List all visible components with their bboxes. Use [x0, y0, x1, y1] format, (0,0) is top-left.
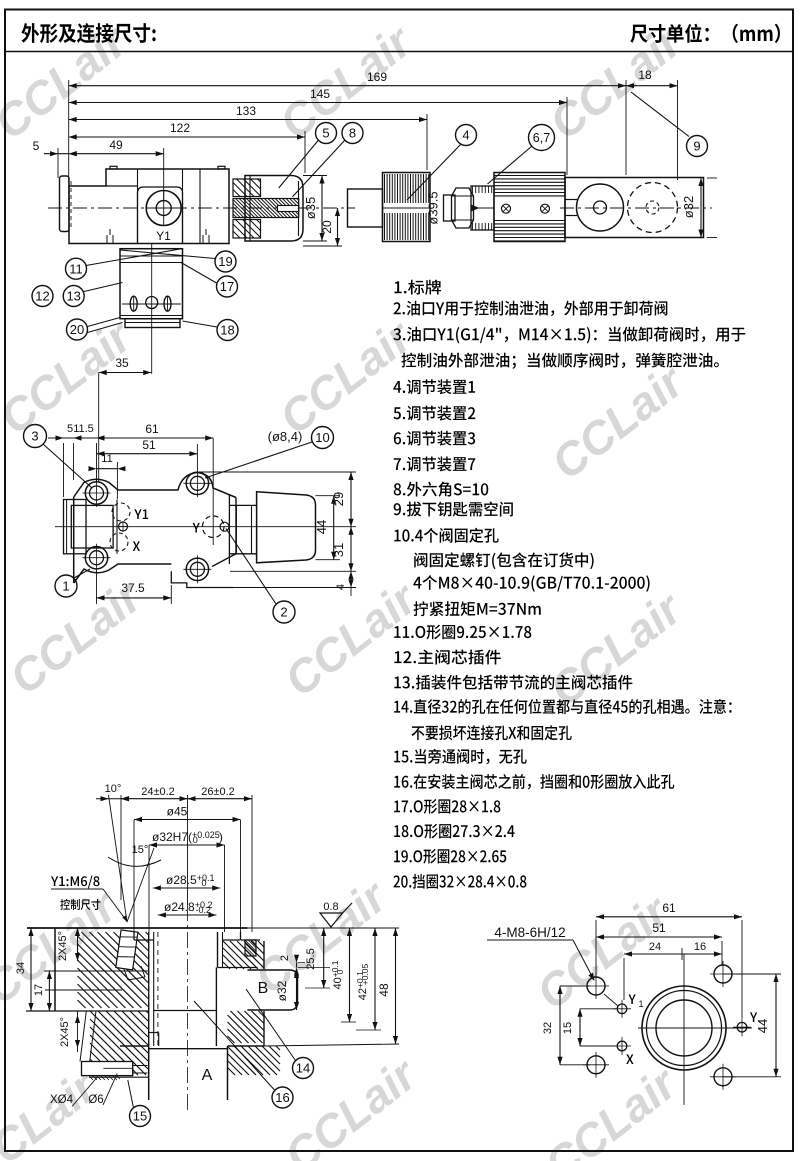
- svg-text:44: 44: [755, 1019, 770, 1033]
- svg-text:29: 29: [331, 492, 346, 506]
- svg-text:ø32: ø32: [275, 980, 289, 1001]
- svg-text:ø32: ø32: [681, 196, 696, 218]
- svg-text:5: 5: [322, 126, 329, 141]
- svg-text:4: 4: [462, 128, 469, 143]
- svg-text:11: 11: [69, 261, 83, 276]
- svg-text:37.5: 37.5: [121, 581, 145, 595]
- svg-text:ø45: ø45: [167, 805, 188, 819]
- svg-text:ø35: ø35: [303, 197, 318, 219]
- svg-text:2: 2: [279, 955, 291, 961]
- svg-text:169: 169: [367, 70, 387, 84]
- svg-text:5: 5: [33, 139, 40, 153]
- svg-text:XØ4: XØ4: [50, 1094, 74, 1106]
- svg-text:12: 12: [35, 289, 49, 304]
- svg-text:15°: 15°: [132, 844, 149, 856]
- svg-text:49: 49: [109, 138, 123, 152]
- svg-text:61: 61: [662, 901, 676, 915]
- svg-text:17: 17: [33, 984, 45, 996]
- svg-text:ø28.5+0.10: ø28.5+0.10: [166, 873, 214, 888]
- svg-text:25.5: 25.5: [305, 948, 317, 969]
- svg-text:61: 61: [145, 422, 159, 436]
- svg-text:Y1: Y1: [156, 229, 171, 243]
- svg-text:4: 4: [335, 584, 347, 590]
- svg-text:0.8: 0.8: [323, 901, 338, 913]
- svg-text:ø39.5: ø39.5: [426, 191, 441, 224]
- svg-text:10: 10: [315, 430, 329, 445]
- svg-text:1: 1: [62, 579, 69, 594]
- svg-text:14: 14: [296, 1061, 310, 1076]
- svg-text:18: 18: [638, 68, 652, 82]
- svg-text:13: 13: [66, 289, 80, 304]
- svg-text:133: 133: [236, 104, 256, 118]
- svg-text:24±0.2: 24±0.2: [141, 786, 175, 798]
- svg-text:2X45°: 2X45°: [57, 931, 69, 961]
- svg-text:16: 16: [275, 1090, 289, 1105]
- svg-text:122: 122: [170, 121, 190, 135]
- svg-text:35: 35: [115, 356, 129, 370]
- svg-text:15: 15: [562, 1022, 574, 1034]
- svg-text:(ø8,4): (ø8,4): [268, 429, 303, 444]
- svg-text:10°: 10°: [105, 783, 122, 795]
- svg-text:15: 15: [133, 1109, 147, 1124]
- svg-text:18: 18: [220, 323, 234, 338]
- svg-text:48: 48: [377, 983, 391, 997]
- svg-text:51: 51: [142, 438, 156, 452]
- svg-text:2X45°: 2X45°: [59, 1017, 71, 1047]
- svg-text:26±0.2: 26±0.2: [201, 786, 235, 798]
- svg-text:34: 34: [15, 962, 27, 974]
- svg-text:44: 44: [314, 520, 329, 534]
- svg-text:16: 16: [694, 941, 706, 953]
- svg-text:Ø6: Ø6: [88, 1094, 103, 1106]
- svg-text:B: B: [258, 980, 269, 997]
- svg-text:11.5: 11.5: [73, 423, 94, 435]
- svg-text:31: 31: [331, 543, 346, 557]
- svg-text:17: 17: [220, 279, 234, 294]
- svg-text:A: A: [202, 1067, 213, 1084]
- svg-text:3: 3: [31, 429, 38, 444]
- svg-text:20: 20: [320, 220, 334, 234]
- svg-text:5: 5: [67, 423, 73, 435]
- svg-text:51: 51: [652, 921, 666, 935]
- svg-text:145: 145: [310, 87, 330, 101]
- svg-text:19: 19: [218, 254, 232, 269]
- svg-text:24: 24: [649, 941, 661, 953]
- svg-text:1: 1: [638, 999, 643, 1009]
- svg-text:6,7: 6,7: [533, 131, 550, 145]
- svg-text:9: 9: [693, 139, 700, 154]
- svg-text:2: 2: [280, 605, 287, 620]
- svg-text:8: 8: [349, 126, 356, 141]
- svg-text:4-M8-6H/12: 4-M8-6H/12: [494, 925, 565, 940]
- svg-text:ø24.8+0.2-0.2: ø24.8+0.2-0.2: [164, 900, 212, 915]
- svg-text:11: 11: [101, 453, 112, 465]
- svg-text:42+0.1+0.05: 42+0.1+0.05: [355, 963, 370, 1000]
- svg-text:20: 20: [70, 322, 84, 337]
- svg-text:32: 32: [542, 1022, 554, 1034]
